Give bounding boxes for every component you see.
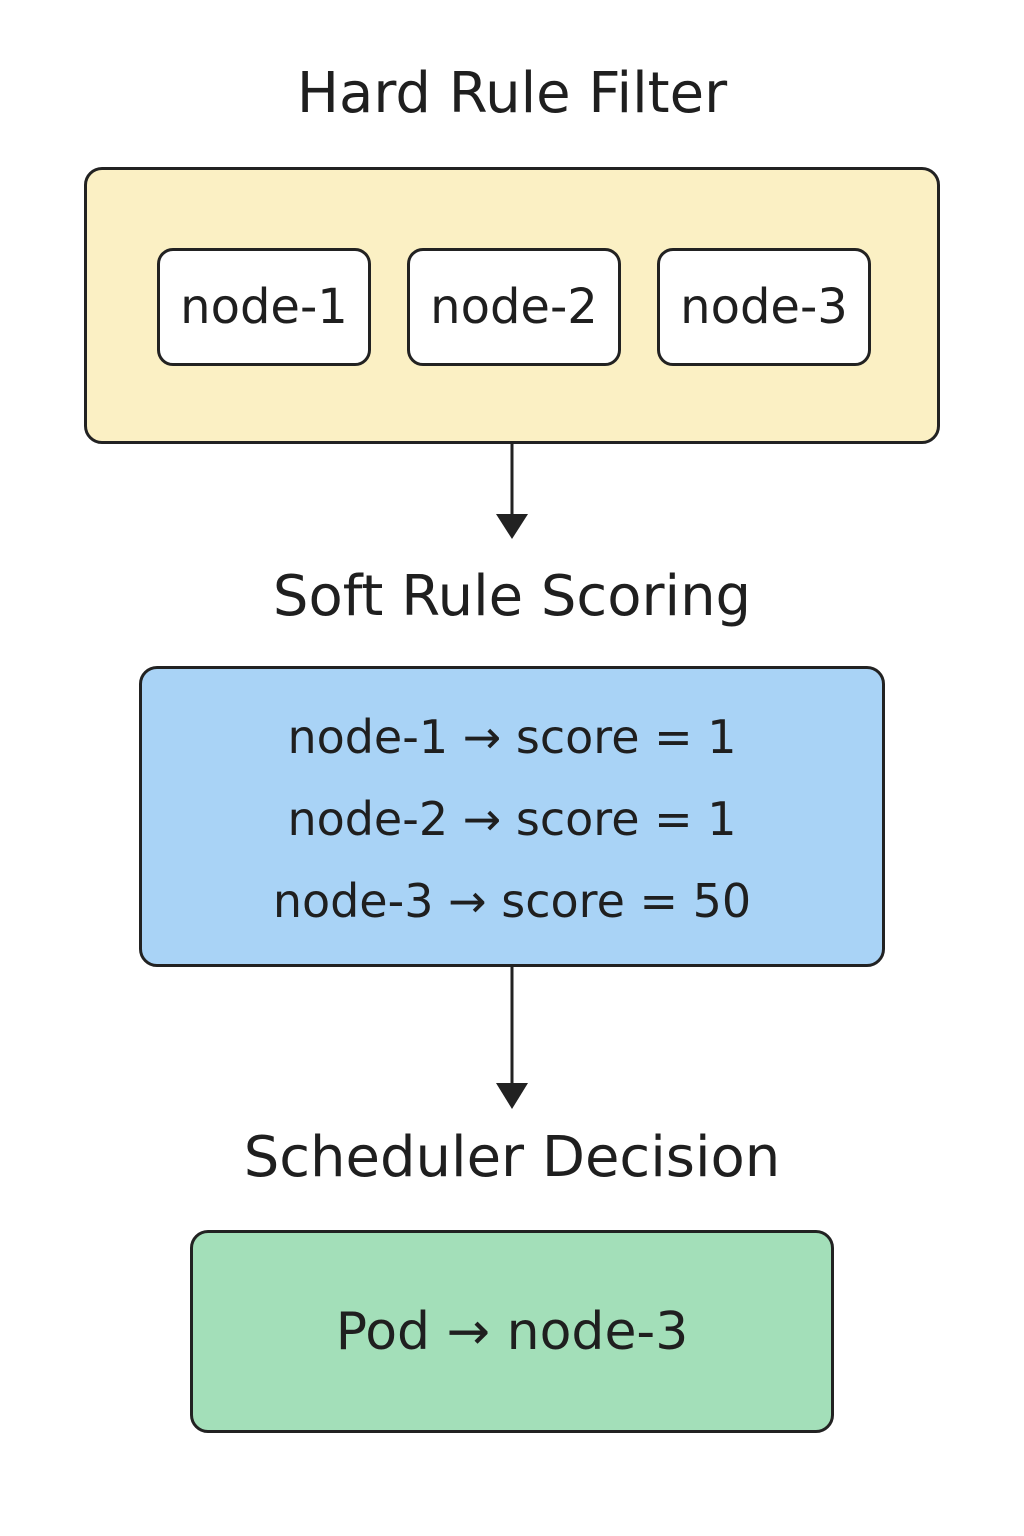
score-line-node-2: node-2 → score = 1 <box>287 792 737 846</box>
score-line-node-1: node-1 → score = 1 <box>287 710 737 764</box>
node-box-1: node-1 <box>157 248 371 366</box>
decision-panel: Pod → node-3 <box>190 1230 834 1433</box>
decision-result: Pod → node-3 <box>335 1301 689 1362</box>
hard-filter-title: Hard Rule Filter <box>296 61 728 126</box>
score-line-node-3: node-3 → score = 50 <box>272 874 752 928</box>
hard-filter-panel: node-1 node-2 node-3 <box>84 167 940 444</box>
soft-scoring-panel: node-1 → score = 1 node-2 → score = 1 no… <box>139 666 885 967</box>
decision-title: Scheduler Decision <box>243 1125 781 1190</box>
node-box-3: node-3 <box>657 248 871 366</box>
arrow-down-icon <box>496 444 528 539</box>
arrow-down-icon <box>496 967 528 1109</box>
soft-scoring-title: Soft Rule Scoring <box>272 564 752 629</box>
node-box-2: node-2 <box>407 248 621 366</box>
